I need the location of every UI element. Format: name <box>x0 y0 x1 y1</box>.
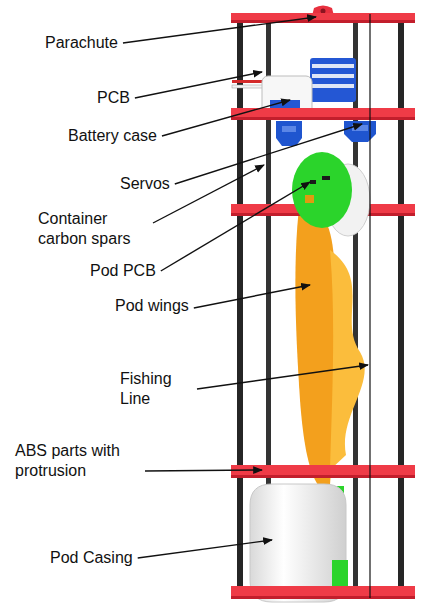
abs-plate-edge <box>231 20 415 23</box>
leader-arrow <box>138 540 272 558</box>
part-label: Battery case <box>68 126 157 146</box>
abs-plate-edge <box>231 475 415 478</box>
leader-arrow <box>175 124 362 184</box>
part-label: Servos <box>120 174 170 194</box>
leader-arrow <box>153 165 264 223</box>
abs-plate <box>231 586 415 599</box>
leader-arrow <box>197 365 368 389</box>
abs-plate-edge <box>231 596 415 599</box>
carbon-spar <box>237 18 243 598</box>
battery-stripe <box>312 74 354 78</box>
abs-plate-edge <box>231 117 415 120</box>
pod-pcb <box>292 152 352 228</box>
pcb-component <box>322 176 330 180</box>
part-label: Pod Casing <box>50 548 133 568</box>
pod-casing <box>250 484 346 602</box>
battery-case <box>310 58 356 102</box>
part-label: Fishing Line <box>120 369 192 409</box>
part-label: Parachute <box>45 33 118 53</box>
pod-wing <box>295 200 334 485</box>
fishing-line <box>369 14 370 598</box>
abs-plate <box>231 13 415 23</box>
leader-arrow <box>162 100 290 136</box>
leader-arrow <box>145 470 262 471</box>
abs-plate <box>231 108 415 120</box>
carbon-spar <box>398 18 404 598</box>
abs-plate <box>231 465 415 478</box>
leader-arrow <box>123 17 316 43</box>
wire <box>232 85 264 88</box>
servo-detail <box>282 126 296 132</box>
part-label: Pod PCB <box>90 261 156 281</box>
pod-pcb-edge <box>332 560 348 586</box>
battery-stripe <box>312 84 354 88</box>
battery-stripe <box>312 64 354 68</box>
servo <box>276 121 302 146</box>
leader-arrow <box>135 72 262 98</box>
carbon-spar <box>353 18 358 598</box>
leader-arrow <box>161 182 310 271</box>
part-label: Pod wings <box>115 296 189 316</box>
part-label: Container carbon spars <box>38 209 148 249</box>
part-label: ABS parts with protrusion <box>15 441 140 481</box>
part-label: PCB <box>97 88 130 108</box>
pcb-component <box>310 180 316 184</box>
pcb-component <box>305 195 314 203</box>
wire <box>232 80 264 83</box>
pod-wing <box>330 250 365 470</box>
parachute-mount-hole <box>321 9 326 14</box>
leader-arrow <box>194 285 310 308</box>
